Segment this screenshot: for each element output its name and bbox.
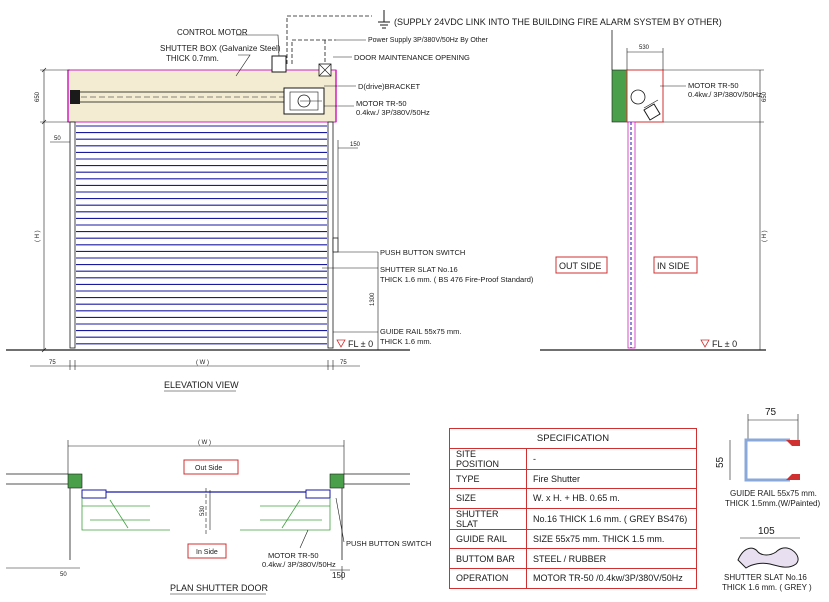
- rail-detail-dim-75: 75: [765, 407, 777, 418]
- elevation-dim-w: ( W ): [196, 360, 209, 366]
- plan-wall-right: [329, 473, 345, 489]
- guide-rail-detail: [729, 414, 800, 482]
- spec-label: BUTTOM BAR: [449, 548, 527, 569]
- spec-label: SITE POSITION: [449, 447, 527, 470]
- wall-section: [611, 69, 628, 123]
- slat-detail-label-2: THICK 1.6 mm. ( GREY ): [722, 583, 812, 592]
- spec-header: SPECIFICATION: [449, 428, 697, 449]
- section-dim-650: 650: [762, 91, 768, 102]
- dimensions: [30, 67, 379, 370]
- spec-label: SIZE: [449, 488, 527, 509]
- spec-label: SHUTTER SLAT: [449, 507, 527, 530]
- push-button-switch: [332, 237, 339, 253]
- plan-dim-50: 50: [60, 572, 67, 578]
- spec-value: SIZE 55x75 mm. THICK 1.5 mm.: [526, 528, 697, 550]
- spec-label: TYPE: [449, 468, 527, 490]
- plan-motor-label-1: MOTOR TR-50: [268, 551, 319, 560]
- plan-dim-150: 150: [332, 571, 346, 580]
- elevation-dim-650: 650: [35, 91, 41, 102]
- control-motor-box: [271, 55, 287, 73]
- guide-rail-right: [327, 121, 334, 349]
- elevation-view: [6, 10, 410, 370]
- shutter-box-label-1: SHUTTER BOX (Galvanize Steel): [160, 44, 281, 53]
- supply-note: (SUPPLY 24VDC LINK INTO THE BUILDING FIR…: [394, 17, 722, 27]
- plan-box-outline: [81, 498, 331, 531]
- control-motor-label: CONTROL MOTOR: [177, 28, 248, 37]
- section-dim-530: 530: [639, 45, 650, 51]
- plan-dim-530: 530: [200, 505, 206, 516]
- spec-label: GUIDE RAIL: [449, 528, 527, 550]
- slat-detail-label-1: SHUTTER SLAT No.16: [724, 573, 807, 582]
- elevation-fl: FL ± 0: [348, 339, 373, 349]
- spec-value: -: [526, 447, 697, 470]
- plan-view: [6, 440, 410, 580]
- section-out-side: OUT SIDE: [559, 261, 601, 271]
- section-motor-label-1: MOTOR TR-50: [688, 81, 739, 90]
- slat-profile: [737, 547, 799, 569]
- guide-rail-left: [69, 121, 76, 349]
- rail-profile: [744, 438, 790, 482]
- push-button-label: PUSH BUTTON SWITCH: [380, 248, 465, 257]
- plan-motor-label-2: 0.4kw./ 3P/380V/50Hz: [262, 560, 336, 569]
- spec-label: OPERATION: [449, 567, 527, 589]
- spec-value: Fire Shutter: [526, 468, 697, 490]
- elevation-dim-75-right: 75: [340, 360, 347, 366]
- spec-value: MOTOR TR-50 /0.4kw/3P/380V/50Hz: [526, 567, 697, 589]
- section-motor-label-2: 0.4kw./ 3P/380V/50Hz: [688, 90, 762, 99]
- bracket-label: D(drive)BRACKET: [358, 82, 421, 91]
- slat-label-2: THICK 1.6 mm. ( BS 476 Fire-Proof Standa…: [380, 275, 534, 284]
- shutter-box-label-2: THICK 0.7mm.: [166, 54, 219, 63]
- slat-label-1: SHUTTER SLAT No.16: [380, 265, 458, 274]
- elevation-dim-50: 50: [54, 136, 61, 142]
- elevation-dim-150: 150: [350, 142, 361, 148]
- section-fl: FL ± 0: [712, 339, 737, 349]
- section-view: [540, 30, 766, 351]
- leaders: [235, 34, 378, 333]
- plan-title: PLAN SHUTTER DOOR: [170, 583, 269, 593]
- spec-row: SITE POSITION-: [449, 447, 697, 470]
- spec-value: No.16 THICK 1.6 mm. ( GREY BS476): [526, 507, 697, 530]
- plan-dim-w: ( W ): [198, 440, 211, 446]
- out-side-box: [555, 256, 608, 274]
- slat-detail: [737, 537, 800, 569]
- section-in-side: IN SIDE: [657, 261, 690, 271]
- elevation-title: ELEVATION VIEW: [164, 380, 239, 390]
- elevation-dim-75-left: 75: [49, 360, 56, 366]
- plan-in-side: In Side: [196, 549, 218, 556]
- plan-out-side-box: [183, 459, 239, 475]
- plan-push-button-label: PUSH BUTTON SWITCH: [346, 539, 431, 548]
- plan-out-side: Out Side: [195, 465, 222, 472]
- maintenance-label: DOOR MAINTENANCE OPENING: [354, 53, 470, 62]
- labels: CONTROL MOTOR SHUTTER BOX (Galvanize Ste…: [35, 17, 820, 595]
- section-dim-h: ( H ): [762, 230, 768, 242]
- spec-value: W. x H. + HB. 0.65 m.: [526, 488, 697, 509]
- rail-detail-label-1: GUIDE RAIL 55x75 mm.: [730, 489, 817, 498]
- slat-detail-dim-105: 105: [758, 526, 775, 537]
- rail-label-2: THICK 1.6 mm.: [380, 337, 432, 346]
- elevation-dim-h: ( H ): [35, 230, 41, 242]
- elevation-motor-label-2: 0.4kw./ 3P/380V/50Hz: [356, 108, 430, 117]
- power-supply-label: Power Supply 3P/380V/50Hz By Other: [368, 37, 489, 44]
- rail-detail-dim-55: 55: [715, 456, 726, 468]
- spec-value: STEEL / RUBBER: [526, 548, 697, 569]
- plan-in-side-box: [187, 543, 227, 559]
- plan-wall-left: [67, 473, 83, 489]
- in-side-box: [653, 256, 698, 274]
- shutter-slats: [76, 125, 327, 345]
- elevation-motor-label-1: MOTOR TR-50: [356, 99, 407, 108]
- rail-label-1: GUIDE RAIL 55x75 mm.: [380, 327, 461, 336]
- elevation-dim-1300: 1300: [370, 292, 376, 306]
- rail-detail-label-2: THICK 1.5mm.(W/Painted): [725, 499, 820, 508]
